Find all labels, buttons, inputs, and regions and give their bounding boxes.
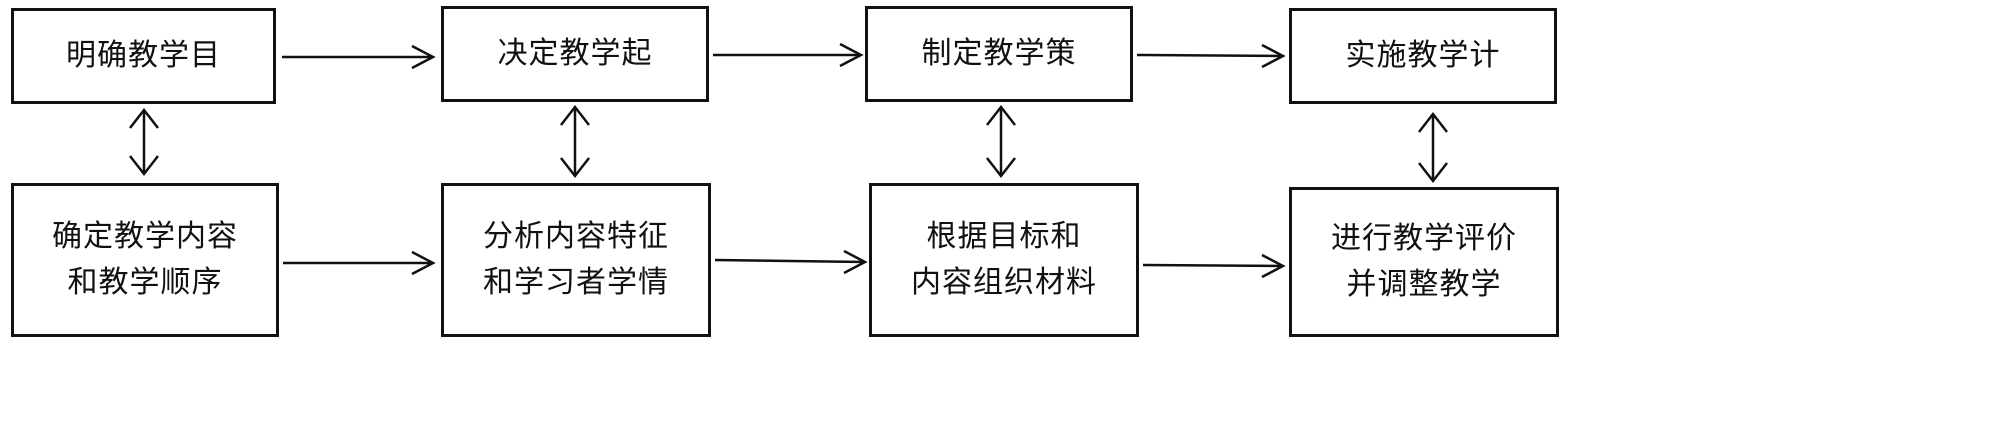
arrow-top-2-to-3 (713, 42, 864, 68)
box-decide-teaching-start: 决定教学起 (441, 6, 709, 102)
box-label-line1: 分析内容特征 (483, 219, 669, 254)
box-clarify-teaching-goals: 明确教学目 (11, 8, 276, 104)
box-determine-content-sequence: 确定教学内容 和教学顺序 (11, 183, 279, 337)
box-formulate-teaching-strategy: 制定教学策 (865, 6, 1133, 102)
arrow-bottom-2-to-3 (714, 249, 868, 275)
box-evaluate-adjust-teaching: 进行教学评价 并调整教学 (1289, 187, 1559, 337)
double-arrow-col-4 (1418, 111, 1448, 184)
double-arrow-col-1 (129, 107, 159, 177)
box-label-line1: 确定教学内容 (52, 219, 238, 254)
arrow-bottom-1-to-2 (283, 250, 436, 276)
box-label: 决定教学起 (497, 36, 653, 71)
box-label-line1: 根据目标和 (926, 219, 1082, 254)
box-label: 明确教学目 (66, 38, 221, 73)
box-label-line2: 和学习者学情 (483, 265, 669, 300)
double-arrow-col-3 (986, 104, 1016, 179)
box-implement-teaching-plan: 实施教学计 (1289, 8, 1557, 104)
box-label-line2: 内容组织材料 (911, 265, 1097, 300)
arrow-top-3-to-4 (1136, 43, 1286, 69)
arrow-top-1-to-2 (282, 44, 436, 70)
box-label: 制定教学策 (921, 36, 1077, 71)
box-label-line1: 进行教学评价 (1331, 221, 1517, 256)
box-label-line2: 并调整教学 (1346, 267, 1502, 302)
box-label-line2: 和教学顺序 (67, 265, 223, 300)
double-arrow-col-2 (560, 104, 590, 179)
box-analyze-content-learners: 分析内容特征 和学习者学情 (441, 183, 711, 337)
arrow-bottom-3-to-4 (1142, 253, 1286, 279)
box-organize-materials: 根据目标和 内容组织材料 (869, 183, 1139, 337)
flow-diagram: 明确教学目 决定教学起 制定教学策 实施教学计 确定教学内容 和教学顺序 分析内… (11, 6, 1559, 337)
box-label: 实施教学计 (1345, 38, 1501, 73)
connector-layer (129, 42, 1448, 279)
